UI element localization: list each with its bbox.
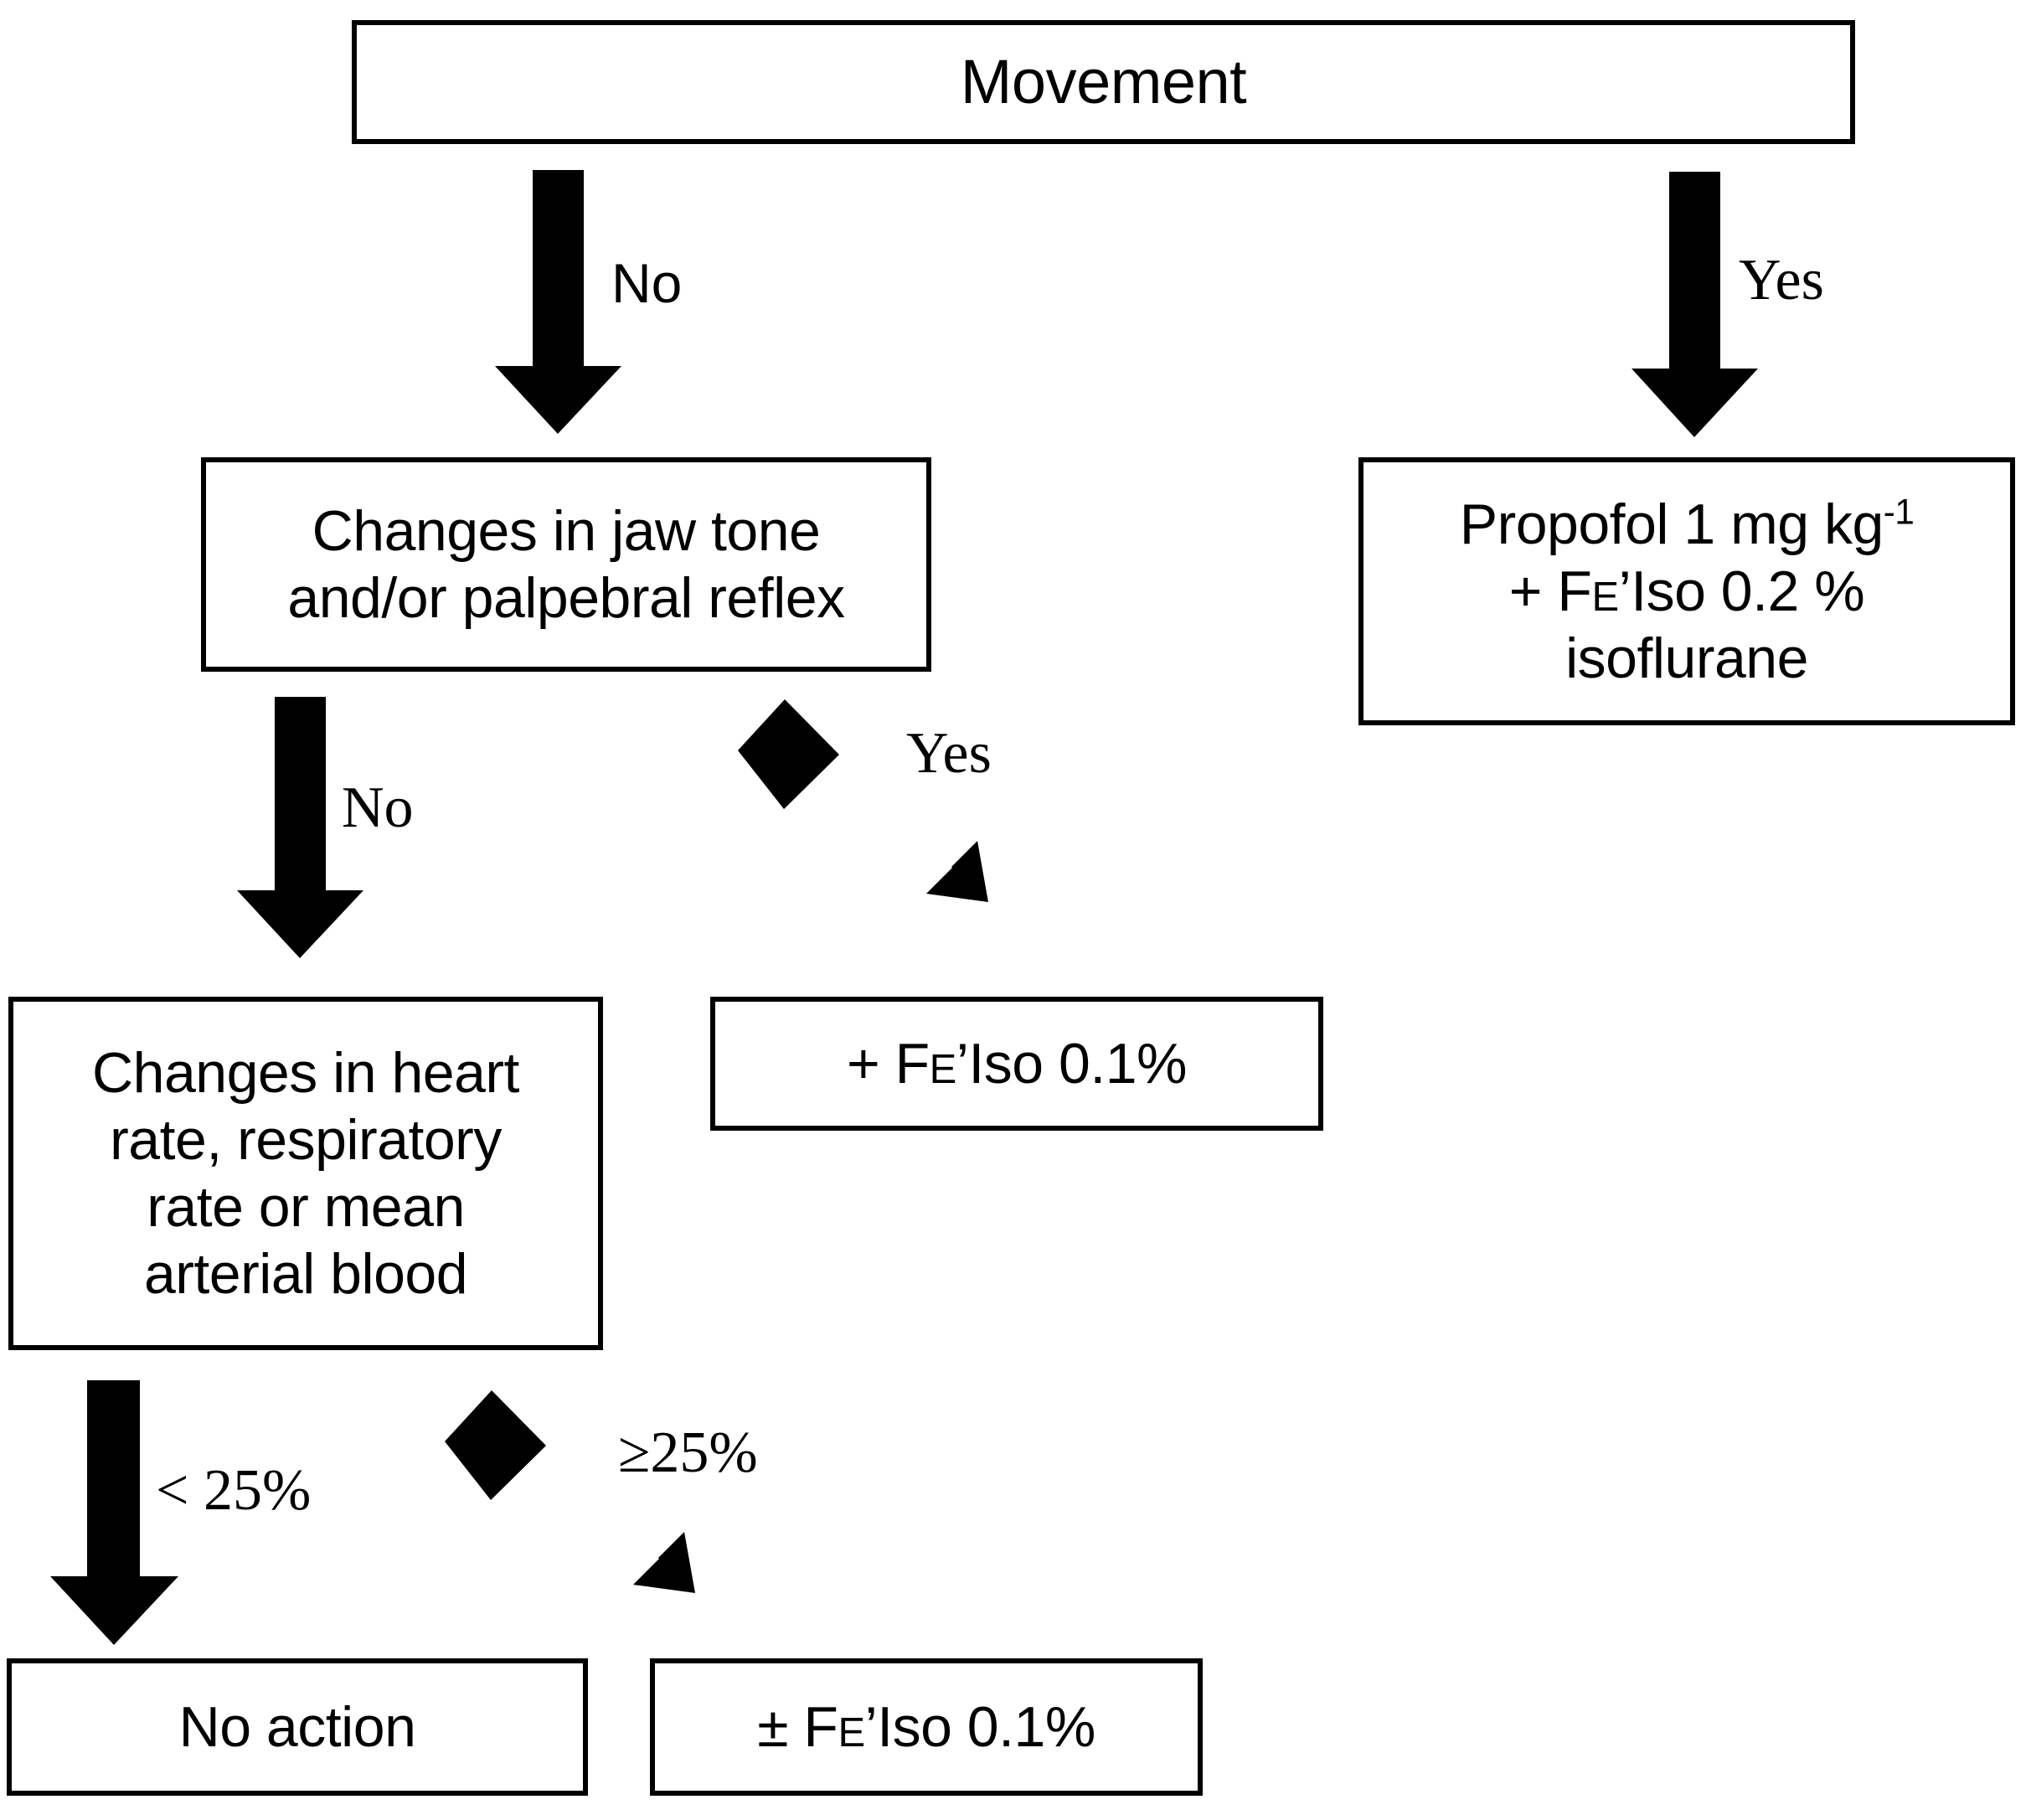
node-heart-rate[interactable]: Changes in heart rate, respiratory rate … (8, 997, 603, 1350)
node-propofol-fe-value: ’Iso 0.2 % (1618, 559, 1865, 623)
node-movement[interactable]: Movement (352, 20, 1855, 144)
node-heart-rate-line-3: rate or mean (147, 1175, 465, 1239)
node-plus-minus-iso-value: ’Iso 0.1% (864, 1694, 1096, 1759)
node-heart-rate-line-2: rate, respiratory (110, 1107, 502, 1172)
node-iso-0-1-value: ’Iso 0.1% (956, 1031, 1188, 1096)
node-no-action[interactable]: No action (7, 1658, 588, 1796)
node-iso-0-1-percent-label: + FE’Iso 0.1% (725, 1030, 1308, 1097)
node-plus-minus-iso-0-1-percent[interactable]: ± FE’Iso 0.1% (650, 1658, 1203, 1796)
node-plus-minus-iso-prefix: ± F (757, 1694, 838, 1759)
node-propofol-line-3: isoflurane (1565, 626, 1808, 691)
node-iso-0-1-percent[interactable]: + FE’Iso 0.1% (710, 997, 1323, 1131)
node-heart-rate-line-1: Changes in heart (92, 1040, 519, 1105)
node-propofol-fe-prefix: + F (1508, 559, 1592, 623)
edge-label-lt-25-percent: < 25% (156, 1458, 312, 1523)
edge-label-yes-jaw-to-iso01: Yes (906, 721, 992, 786)
edge-label-no-jaw-to-heart: No (342, 776, 414, 840)
node-propofol-dose-exponent: -1 (1883, 491, 1915, 531)
node-jaw-tone-line-1: Changes in jaw tone (312, 498, 821, 563)
edge-label-no-movement-to-jaw: No (611, 252, 683, 314)
node-jaw-tone-line-2: and/or palpebral reflex (287, 566, 845, 630)
node-no-action-label: No action (178, 1694, 416, 1759)
node-propofol[interactable]: Propofol 1 mg kg-1 + FE’Iso 0.2 % isoflu… (1358, 457, 2015, 725)
node-plus-minus-iso-label: ± FE’Iso 0.1% (665, 1694, 1188, 1761)
node-iso-0-1-subscript: E (929, 1046, 957, 1092)
node-propofol-fe-subscript: E (1591, 574, 1619, 620)
node-propofol-line-1: Propofol 1 mg kg-1 (1374, 491, 2000, 558)
node-iso-0-1-prefix: + F (847, 1031, 930, 1096)
edge-label-gte-25-percent: ≥25% (618, 1420, 758, 1485)
node-propofol-line-2: + FE’Iso 0.2 % (1374, 558, 2000, 625)
edge-label-yes-movement-to-propofol: Yes (1739, 248, 1824, 312)
node-heart-rate-line-4: arterial blood (143, 1242, 468, 1307)
node-jaw-tone[interactable]: Changes in jaw tone and/or palpebral ref… (201, 457, 931, 672)
node-propofol-dose-text: Propofol 1 mg kg (1459, 492, 1884, 556)
node-movement-label: Movement (960, 47, 1247, 117)
arrow-movement-to-jaw (495, 170, 621, 434)
node-plus-minus-iso-subscript: E (838, 1709, 865, 1756)
